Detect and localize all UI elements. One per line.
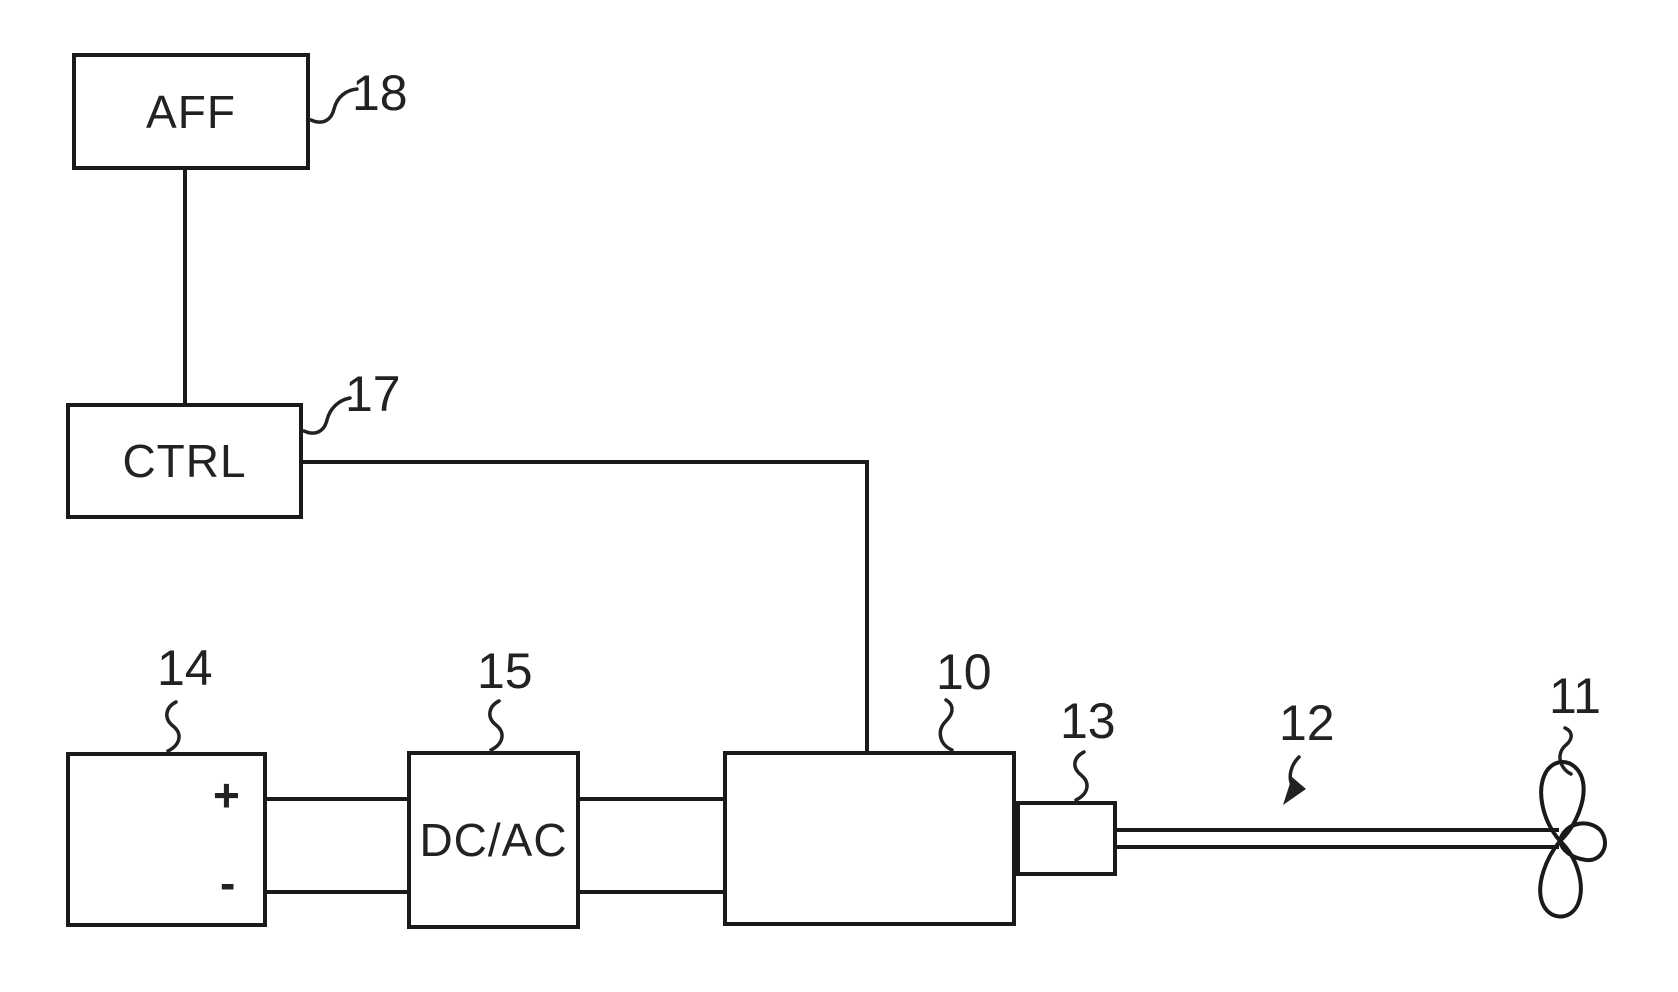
- ref-label-14: 14: [157, 640, 213, 696]
- coupling-block: [1016, 801, 1117, 876]
- battery-minus-terminal: -: [220, 857, 236, 909]
- ref-label-12: 12: [1279, 695, 1335, 751]
- propeller-lower-blade: [1538, 839, 1583, 919]
- motor-block: [723, 751, 1016, 926]
- shaft-line-bottom: [1117, 845, 1559, 849]
- ref-12-arrowhead-icon: [1283, 777, 1306, 805]
- inverter-block-label: DC/AC: [419, 814, 568, 866]
- ref-label-15: 15: [477, 643, 533, 699]
- leader-line-10: [938, 698, 954, 752]
- display-block: AFF: [72, 53, 310, 170]
- ref-label-10: 10: [936, 644, 992, 700]
- controller-block-label: CTRL: [122, 435, 247, 487]
- battery-block: [66, 752, 267, 927]
- inverter-block: DC/AC: [407, 751, 580, 929]
- battery-minus-wire: [267, 890, 407, 894]
- leader-line-15: [488, 699, 504, 752]
- propeller-icon: [1538, 760, 1607, 919]
- leader-line-18: [309, 87, 359, 124]
- display-block-label: AFF: [146, 85, 236, 138]
- display-to-controller-wire: [183, 170, 187, 403]
- ref-label-13: 13: [1060, 693, 1116, 749]
- ref-label-11: 11: [1549, 668, 1601, 724]
- controller-output-wire-horizontal: [303, 460, 869, 464]
- propeller-hub: [1558, 821, 1607, 863]
- inverter-to-motor-wire-top: [580, 797, 723, 801]
- controller-block: CTRL: [66, 403, 303, 519]
- battery-plus-wire: [267, 797, 407, 801]
- battery-plus-terminal: +: [213, 769, 240, 821]
- leader-line-13: [1073, 750, 1089, 802]
- leader-line-17: [302, 396, 352, 435]
- inverter-to-motor-wire-bottom: [580, 890, 723, 894]
- shaft-line-top: [1117, 828, 1559, 832]
- ref-label-18: 18: [352, 65, 408, 121]
- leader-line-11: [1558, 726, 1573, 776]
- ref-label-17: 17: [345, 366, 401, 422]
- controller-to-motor-wire-vertical: [865, 460, 869, 751]
- ref-12-arrow-tail: [1288, 755, 1301, 787]
- leader-line-14: [165, 700, 181, 753]
